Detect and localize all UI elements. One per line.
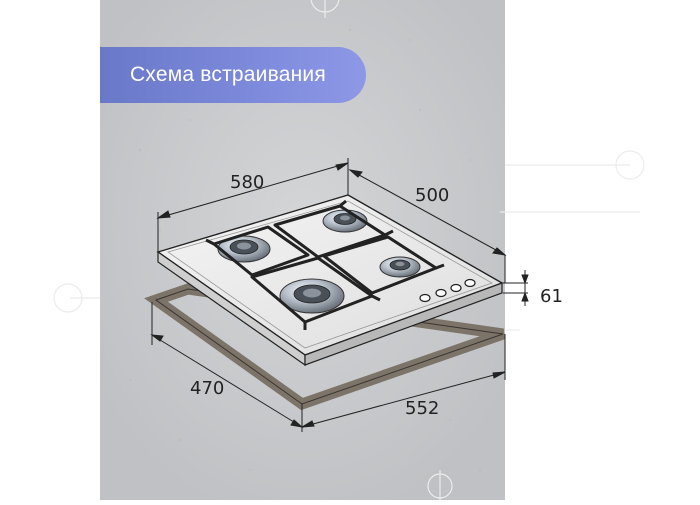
- knob-3: [450, 283, 462, 293]
- dim-cutout-depth: 470: [190, 378, 225, 399]
- burner-medium: [217, 235, 271, 263]
- cutout-frame: [144, 283, 505, 411]
- dim-hob-width: 580: [230, 172, 265, 193]
- dim-hob-depth: 500: [415, 185, 450, 206]
- dimension-lines: [150, 158, 529, 432]
- scheme-title: Схема встраивания: [130, 63, 326, 86]
- knob-4: [464, 278, 476, 288]
- knob-1: [419, 293, 431, 303]
- burner-small: [379, 256, 421, 278]
- hob: [156, 194, 504, 367]
- burner-back: [322, 209, 368, 233]
- dim-hob-height: 61: [540, 286, 563, 307]
- background-texture: [128, 28, 482, 472]
- dim-cutout-width: 552: [405, 398, 440, 419]
- decorative-leaders: [53, 0, 645, 500]
- hob-side-edge: [304, 282, 503, 366]
- pan-supports: [205, 199, 445, 330]
- knob-2: [435, 288, 447, 298]
- scheme-title-banner: Схема встраивания: [100, 47, 366, 103]
- burner-large: [279, 278, 345, 314]
- control-knobs: [419, 278, 476, 303]
